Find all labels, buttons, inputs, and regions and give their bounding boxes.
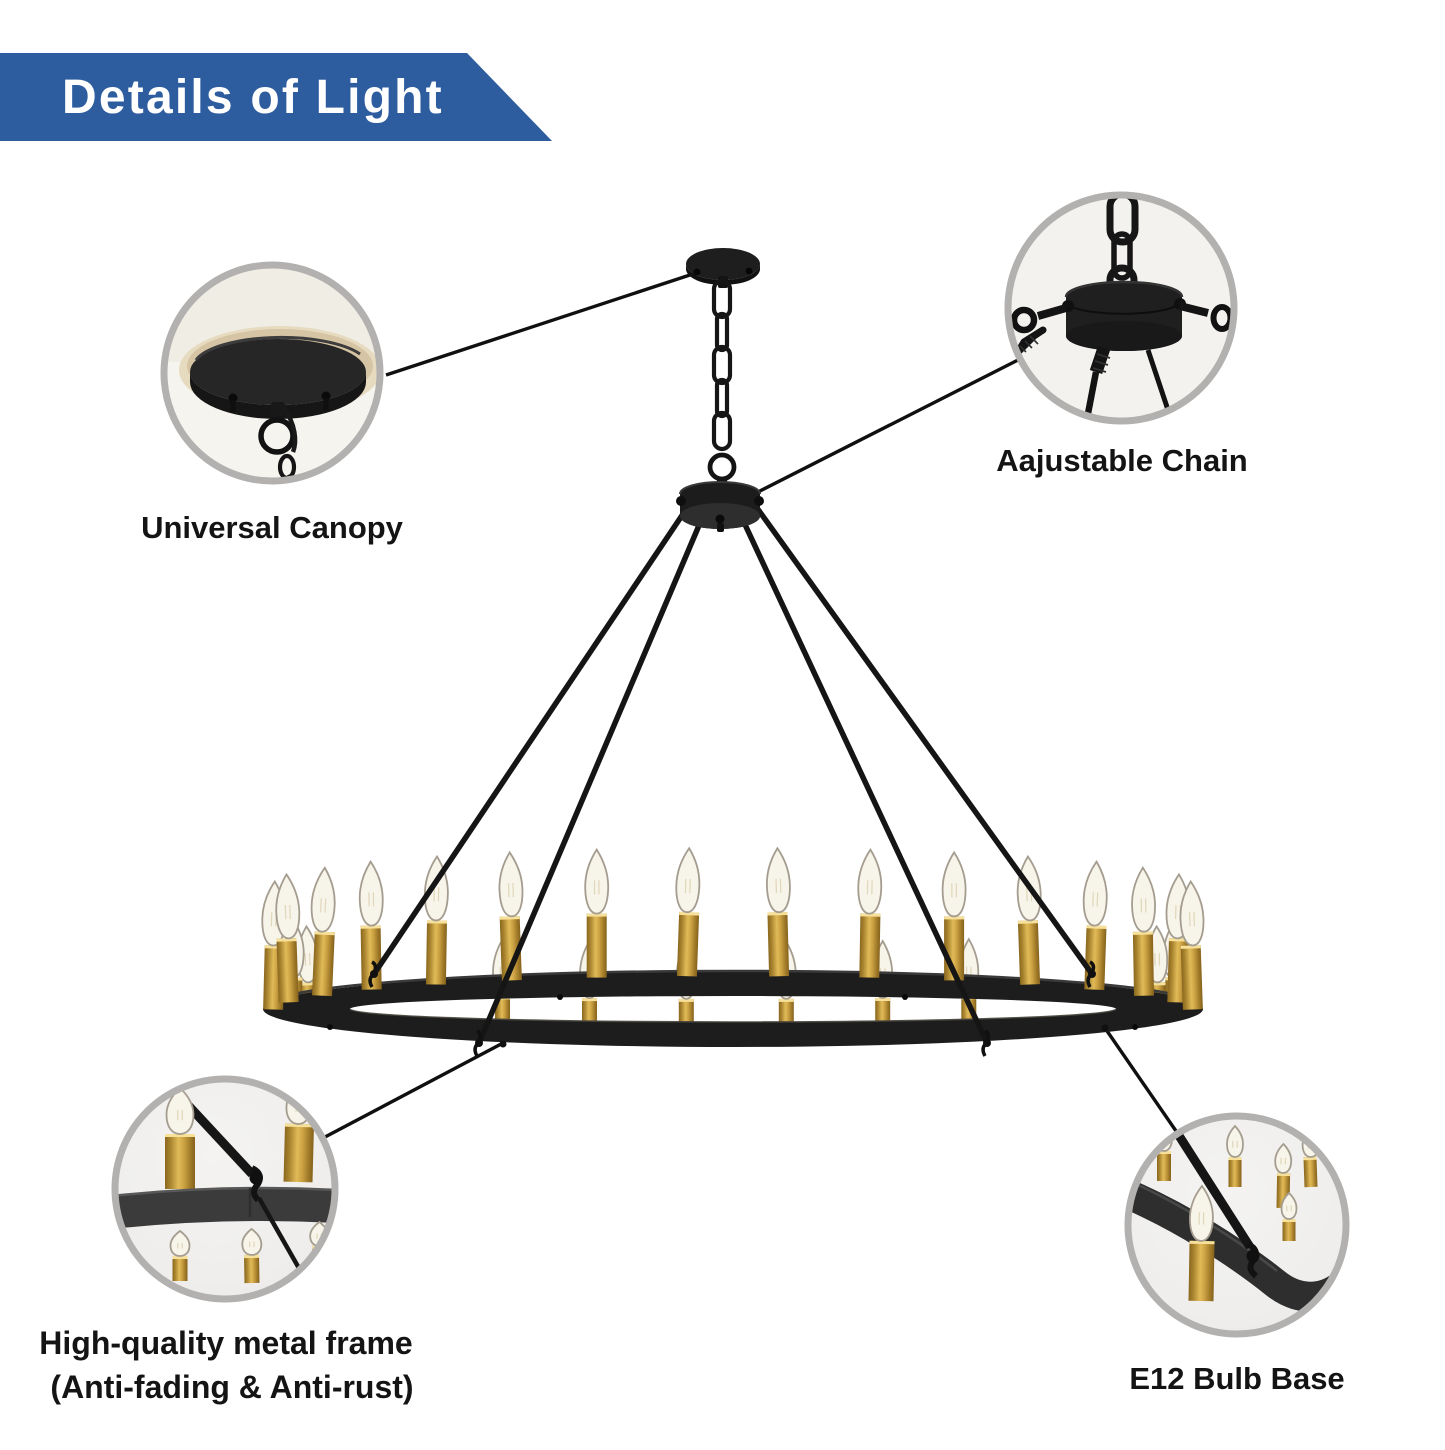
svg-text:Details of Light: Details of Light (62, 71, 444, 124)
svg-text:High-quality metal frame: High-quality metal frame (39, 1325, 412, 1361)
svg-text:Universal Canopy: Universal Canopy (141, 510, 404, 545)
svg-text:(Anti-fading & Anti-rust): (Anti-fading & Anti-rust) (50, 1369, 413, 1405)
svg-text:E12 Bulb Base: E12 Bulb Base (1129, 1361, 1344, 1396)
svg-text:Aajustable Chain: Aajustable Chain (996, 443, 1248, 478)
